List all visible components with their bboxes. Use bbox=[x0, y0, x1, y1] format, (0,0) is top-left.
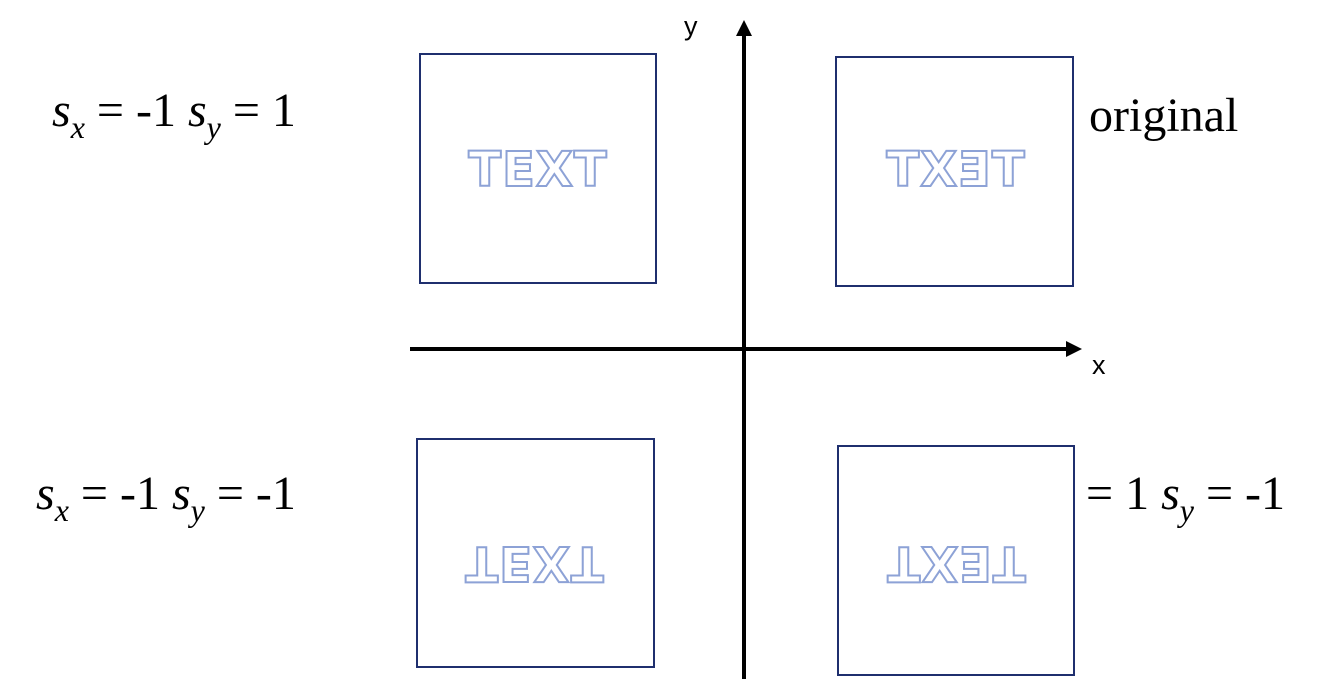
box-bottom-right bbox=[837, 445, 1075, 676]
text-top-right: TEXT bbox=[885, 142, 1024, 198]
box-bottom-left bbox=[416, 438, 655, 668]
x-axis-arrowhead bbox=[1066, 341, 1082, 357]
sx-subscript: x bbox=[70, 109, 85, 145]
sy-symbol: s bbox=[171, 467, 191, 520]
y-axis-label: y bbox=[684, 11, 698, 41]
text-top-left: TEXT bbox=[468, 142, 607, 198]
sx-subscript: x bbox=[54, 492, 69, 528]
box-top-right bbox=[835, 56, 1074, 287]
sy-symbol: s bbox=[187, 84, 207, 137]
equation-top-left: sx = -1 sy = 1 bbox=[52, 84, 296, 144]
sy-value: = 1 bbox=[220, 84, 296, 137]
sy-subscript: y bbox=[1179, 492, 1194, 528]
sx-value: = -1 bbox=[68, 467, 172, 520]
y-axis-arrowhead bbox=[736, 20, 752, 36]
sx-value: = -1 bbox=[84, 84, 188, 137]
sy-symbol: s bbox=[1161, 467, 1180, 520]
text-bottom-right-group: TEXT bbox=[885, 534, 1026, 592]
text-top-left-group: TEXT bbox=[467, 141, 607, 199]
sy-value: = -1 bbox=[1193, 467, 1286, 520]
sy-value: = -1 bbox=[204, 467, 296, 520]
text-top-right-group: TEXT bbox=[884, 141, 1025, 199]
sy-subscript: y bbox=[190, 492, 205, 528]
original-label: original bbox=[1089, 89, 1239, 142]
text-bottom-left-group: TEXT bbox=[464, 534, 604, 592]
sx-symbol: s bbox=[36, 467, 55, 520]
equation-bottom-left: sx = -1 sy = -1 bbox=[36, 467, 296, 527]
box-top-left bbox=[419, 53, 657, 284]
sx-symbol: s bbox=[52, 84, 71, 137]
text-bottom-left: TEXT bbox=[465, 535, 604, 591]
equation-bottom-right: = 1 sy = -1 bbox=[1086, 467, 1286, 527]
text-bottom-right: TEXT bbox=[886, 535, 1025, 591]
sx-value-partial: = 1 bbox=[1086, 467, 1162, 520]
x-axis-label: x bbox=[1092, 350, 1106, 380]
sy-subscript: y bbox=[206, 109, 221, 145]
